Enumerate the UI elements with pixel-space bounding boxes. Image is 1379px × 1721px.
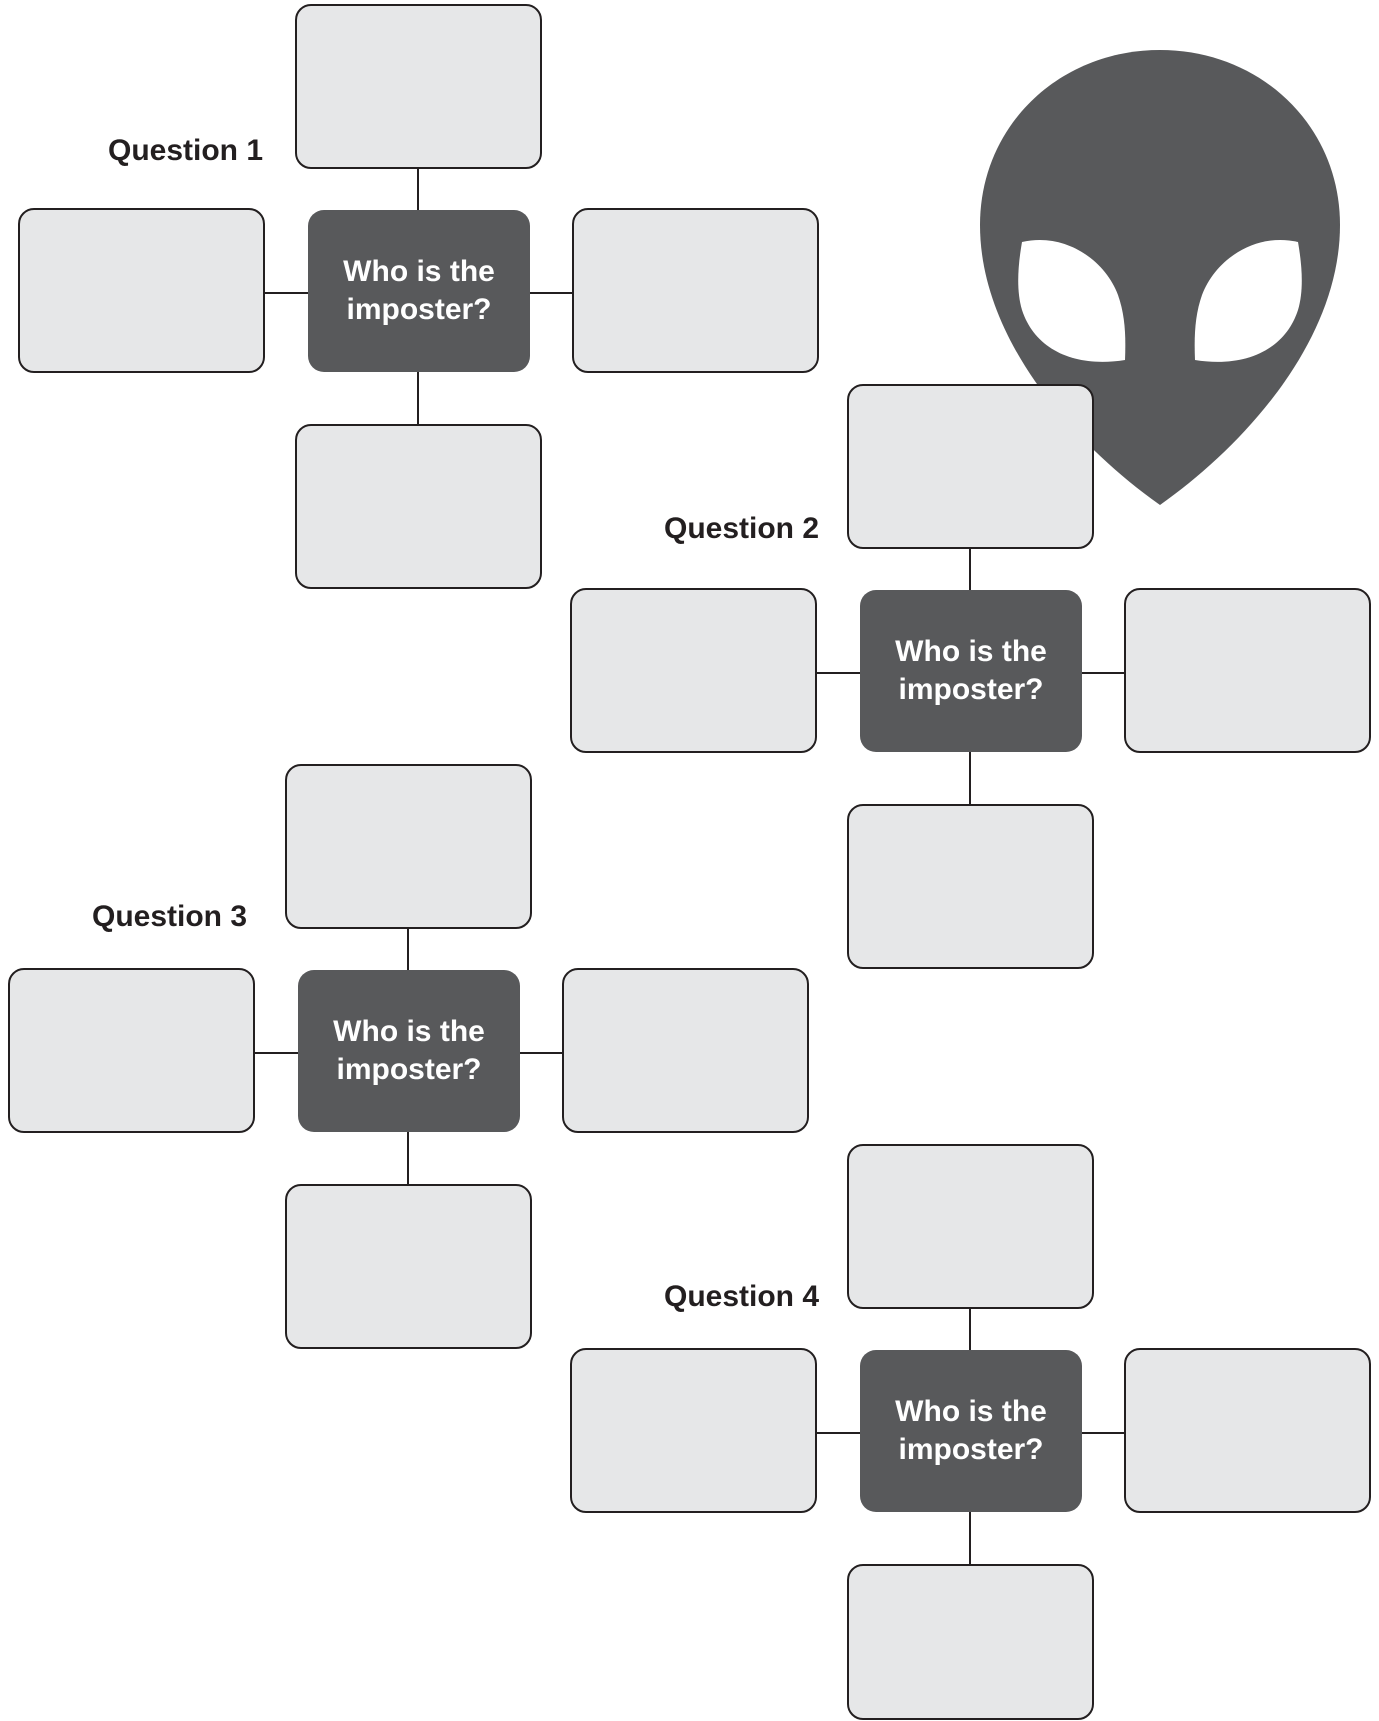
connector-bottom [417,372,419,424]
imposter-prompt-box: Who is the imposter? [308,210,530,372]
imposter-prompt-box: Who is the imposter? [298,970,520,1132]
prompt-line-1: Who is the [895,1395,1047,1428]
answer-box-left[interactable] [18,208,265,373]
connector-right [530,292,573,294]
connector-top [969,1308,971,1350]
imposter-prompt-box: Who is the imposter? [860,1350,1082,1512]
prompt-line-1: Who is the [333,1015,485,1048]
prompt-line-2: imposter? [336,1053,482,1086]
answer-box-right[interactable] [1124,1348,1371,1513]
answer-box-left[interactable] [570,588,817,753]
answer-box-top[interactable] [847,384,1094,549]
answer-box-left[interactable] [8,968,255,1133]
answer-box-bottom[interactable] [295,424,542,589]
answer-box-right[interactable] [572,208,819,373]
connector-right [1082,1432,1125,1434]
connector-left [264,292,308,294]
connector-top [417,168,419,210]
imposter-prompt-box: Who is the imposter? [860,590,1082,752]
connector-right [520,1052,563,1054]
answer-box-bottom[interactable] [285,1184,532,1349]
connector-left [816,672,860,674]
answer-box-left[interactable] [570,1348,817,1513]
question-4-label: Question 4 [664,1280,820,1313]
question-2-label: Question 2 [664,512,820,545]
answer-box-bottom[interactable] [847,804,1094,969]
question-1-label: Question 1 [108,134,264,167]
question-3-label: Question 3 [92,900,248,933]
connector-bottom [969,752,971,804]
answer-box-right[interactable] [562,968,809,1133]
connector-left [816,1432,860,1434]
connector-top [407,928,409,970]
prompt-line-2: imposter? [346,293,492,326]
connector-top [969,548,971,590]
connector-bottom [969,1512,971,1564]
connector-left [254,1052,298,1054]
prompt-line-2: imposter? [898,1433,1044,1466]
answer-box-top[interactable] [295,4,542,169]
connector-bottom [407,1132,409,1184]
answer-box-bottom[interactable] [847,1564,1094,1720]
prompt-line-1: Who is the [895,635,1047,668]
connector-right [1082,672,1125,674]
answer-box-top[interactable] [285,764,532,929]
answer-box-right[interactable] [1124,588,1371,753]
prompt-line-1: Who is the [343,255,495,288]
answer-box-top[interactable] [847,1144,1094,1309]
prompt-line-2: imposter? [898,673,1044,706]
